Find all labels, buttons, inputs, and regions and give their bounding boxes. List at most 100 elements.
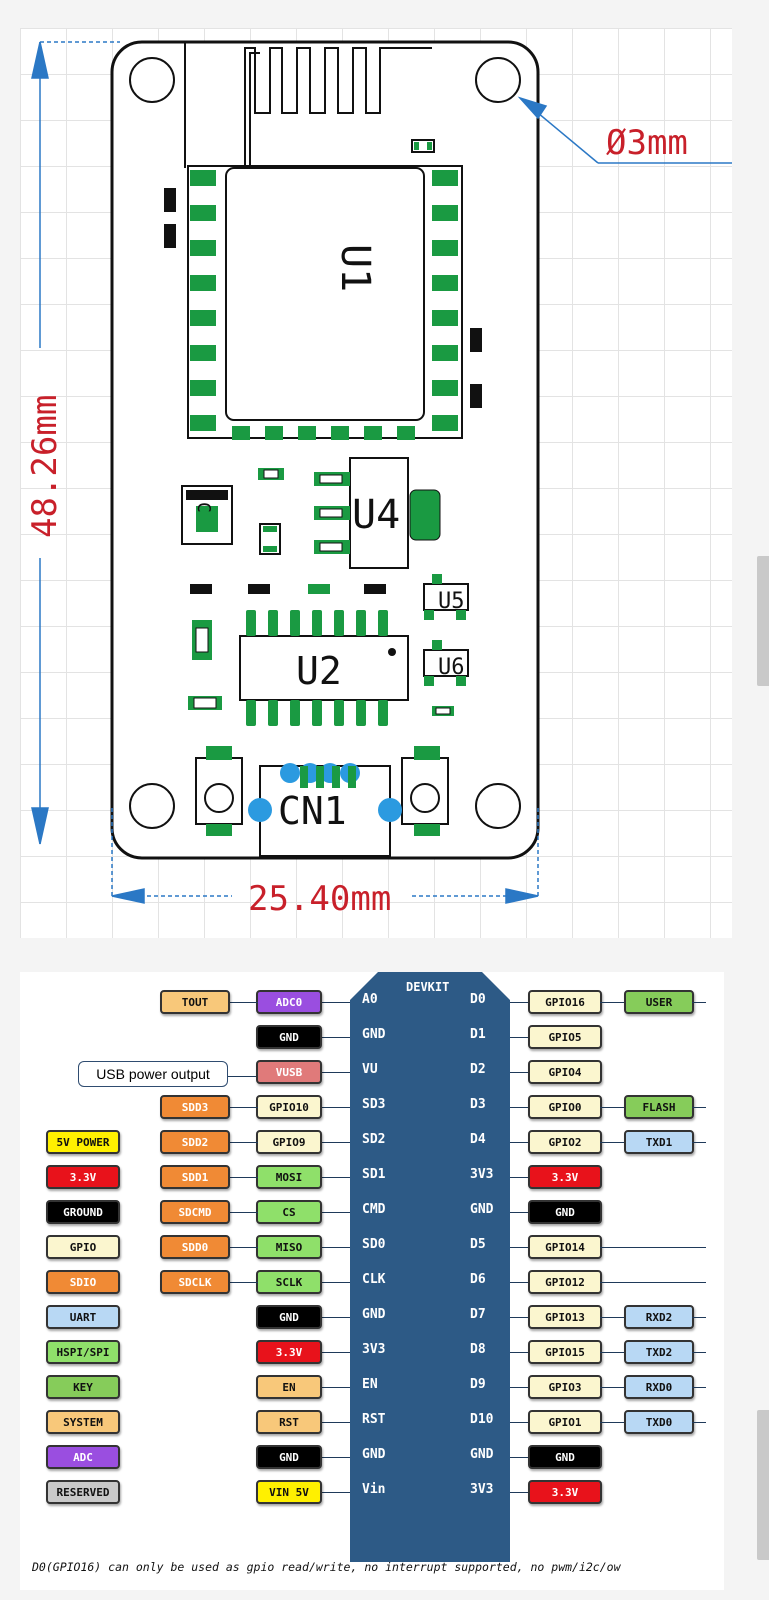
connector-line (320, 1422, 350, 1423)
chip-left-pin: GND (362, 1447, 386, 1462)
legend-item: SDIO (46, 1270, 120, 1294)
connector-line (510, 1107, 530, 1108)
connector-line (320, 1177, 350, 1178)
pin-right-function: GPIO2 (528, 1130, 602, 1154)
pin-right-function: GPIO15 (528, 1340, 602, 1364)
chip-left-pin: SD0 (362, 1237, 386, 1252)
pin-left-function: MOSI (256, 1165, 322, 1189)
chip-left-pin: 3V3 (362, 1342, 386, 1357)
chip-left-pin: RST (362, 1412, 386, 1427)
chip-left-pin: A0 (362, 992, 378, 1007)
connector-line (692, 1002, 706, 1003)
chip-left-pin: GND (362, 1027, 386, 1042)
u1-left-pads (190, 170, 216, 431)
side-scroll-tab-bottom[interactable] (757, 1410, 769, 1560)
pin-left-function: EN (256, 1375, 322, 1399)
connector-line (692, 1317, 706, 1318)
pin-left-alt: TOUT (160, 990, 230, 1014)
legend-item: 5V POWER (46, 1130, 120, 1154)
connector-line (692, 1107, 706, 1108)
usb-power-note: USB power output (78, 1061, 228, 1087)
pin-right-alt: USER (624, 990, 694, 1014)
connector-line (600, 1352, 626, 1353)
connector-line (510, 1142, 530, 1143)
mount-hole-bl (129, 783, 175, 829)
u6-transistor (423, 649, 469, 677)
chip-right-pin: D8 (470, 1342, 486, 1357)
connector-line (320, 1212, 350, 1213)
connector-line (510, 1352, 530, 1353)
chip-right-pin: D10 (470, 1412, 494, 1427)
connector-line (320, 1002, 350, 1003)
chip-right-pin: D7 (470, 1307, 486, 1322)
connector-line (692, 1352, 706, 1353)
hole-dim-label: Ø3mm (606, 123, 688, 163)
pin-right-function: GND (528, 1200, 602, 1224)
height-dimension (31, 41, 120, 845)
connector-line (510, 1037, 530, 1038)
connector-line (320, 1247, 350, 1248)
connector-line (600, 1142, 626, 1143)
legend-item: GROUND (46, 1200, 120, 1224)
connector-line (510, 1492, 530, 1493)
connector-line (600, 1387, 626, 1388)
pin-left-function: SCLK (256, 1270, 322, 1294)
pin-right-alt: FLASH (624, 1095, 694, 1119)
legend-item: RESERVED (46, 1480, 120, 1504)
devkit-chip (350, 972, 510, 1562)
board-outline (110, 40, 540, 860)
chip-left-pin: Vin (362, 1482, 386, 1497)
connector-line (510, 1422, 530, 1423)
pin-right-function: GND (528, 1445, 602, 1469)
height-dim-label: 48.26mm (25, 395, 65, 538)
connector-line (226, 1076, 256, 1077)
pcb-drawing-panel: U1 C U4 U5 U6 (20, 28, 732, 938)
legend-item: KEY (46, 1375, 120, 1399)
pin-left-function: GPIO10 (256, 1095, 322, 1119)
pin-left-alt: SDD2 (160, 1130, 230, 1154)
connector-line (320, 1282, 350, 1283)
label-u4: U4 (352, 492, 400, 538)
chip-right-pin: 3V3 (470, 1482, 494, 1497)
legend-item: HSPI/SPI (46, 1340, 120, 1364)
pin-left-function: 3.3V (256, 1340, 322, 1364)
pin-left-alt: SDCMD (160, 1200, 230, 1224)
side-scroll-tab-top[interactable] (757, 556, 769, 686)
u4-regulator (349, 457, 409, 569)
pin-right-function: GPIO1 (528, 1410, 602, 1434)
connector-line (320, 1317, 350, 1318)
chip-right-pin: D9 (470, 1377, 486, 1392)
u1-bottom-pads (232, 426, 415, 440)
label-u5: U5 (438, 589, 465, 614)
chip-right-pin: D5 (470, 1237, 486, 1252)
legend-item: GPIO (46, 1235, 120, 1259)
connector-line (510, 1282, 530, 1283)
connector-line (510, 1177, 530, 1178)
chip-right-pin: D0 (470, 992, 486, 1007)
legend-item: 3.3V (46, 1165, 120, 1189)
pin-left-function: RST (256, 1410, 322, 1434)
connector-line (600, 1282, 706, 1283)
pin-right-function: GPIO3 (528, 1375, 602, 1399)
pin-left-function: GND (256, 1025, 322, 1049)
connector-line (320, 1037, 350, 1038)
chip-right-pin: D3 (470, 1097, 486, 1112)
connector-line (320, 1352, 350, 1353)
chip-right-pin: D6 (470, 1272, 486, 1287)
chip-left-pin: CLK (362, 1272, 386, 1287)
pin-right-function: GPIO0 (528, 1095, 602, 1119)
connector-line (510, 1002, 530, 1003)
connector-line (320, 1387, 350, 1388)
pin-left-function: VIN 5V (256, 1480, 322, 1504)
connector-line (228, 1282, 258, 1283)
pin-right-function: GPIO5 (528, 1025, 602, 1049)
label-c: C (193, 502, 214, 513)
u1-can (225, 167, 425, 421)
pin-left-function: CS (256, 1200, 322, 1224)
connector-line (510, 1457, 530, 1458)
connector-line (510, 1247, 530, 1248)
label-u2: U2 (296, 649, 342, 693)
connector-line (320, 1142, 350, 1143)
pin-right-function: GPIO13 (528, 1305, 602, 1329)
pin-left-function: GND (256, 1445, 322, 1469)
